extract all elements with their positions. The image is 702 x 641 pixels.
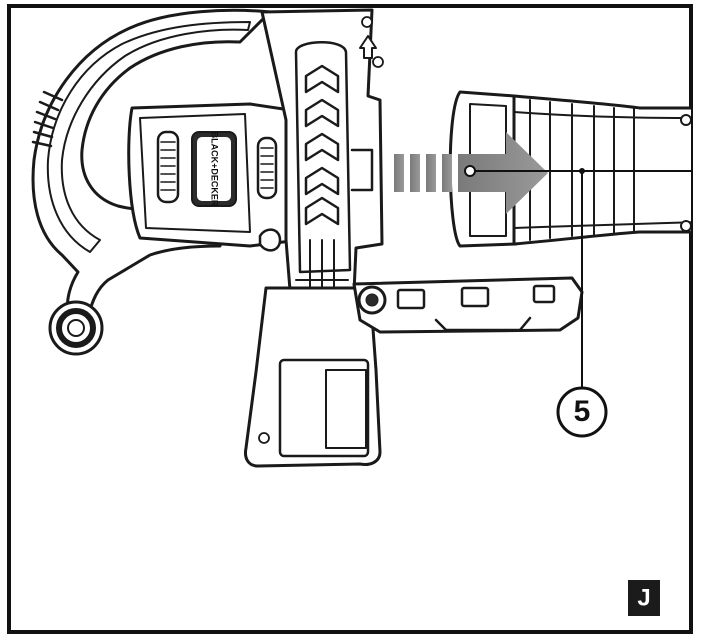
trigger-chevrons — [304, 64, 340, 226]
brand-badge: BLACK+DECKER — [191, 131, 237, 207]
battery-lock-icon — [258, 432, 270, 444]
figure-letter: J — [637, 584, 650, 611]
assembly-direction-arrow-icon — [394, 132, 548, 214]
nozzle-attachment — [352, 276, 584, 334]
figure-letter-badge: J — [628, 580, 660, 616]
hang-ring — [48, 300, 104, 356]
handle-grip-ribs — [31, 90, 64, 148]
lock-icon — [361, 16, 384, 68]
motor-vents — [156, 130, 278, 204]
handle-loop-inner — [46, 21, 251, 253]
blower-housing: BLACK+DECKER — [31, 8, 384, 468]
unlock-icon — [359, 35, 377, 59]
callout-5: 5 — [556, 386, 608, 438]
brand-label: BLACK+DECKER — [210, 132, 220, 207]
callout-number: 5 — [574, 395, 591, 428]
